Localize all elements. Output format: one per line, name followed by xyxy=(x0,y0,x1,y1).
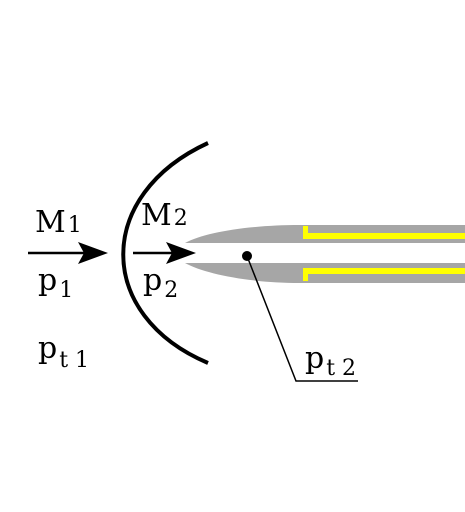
m2-label: M2 xyxy=(141,198,188,233)
p1-label: p1 xyxy=(38,263,73,303)
pt2-label: pt 2 xyxy=(305,341,356,381)
freestream-arrow xyxy=(28,242,108,264)
pt1-label: pt 1 xyxy=(38,331,89,373)
m1-label: M1 xyxy=(35,205,82,240)
probe-lining-lower xyxy=(303,268,465,281)
probe-lining-upper xyxy=(303,226,465,239)
post-shock-arrow xyxy=(133,242,196,264)
pt2-leader-line xyxy=(246,255,358,382)
bow-shock-arc xyxy=(121,141,209,365)
p2-label: p2 xyxy=(143,263,178,303)
